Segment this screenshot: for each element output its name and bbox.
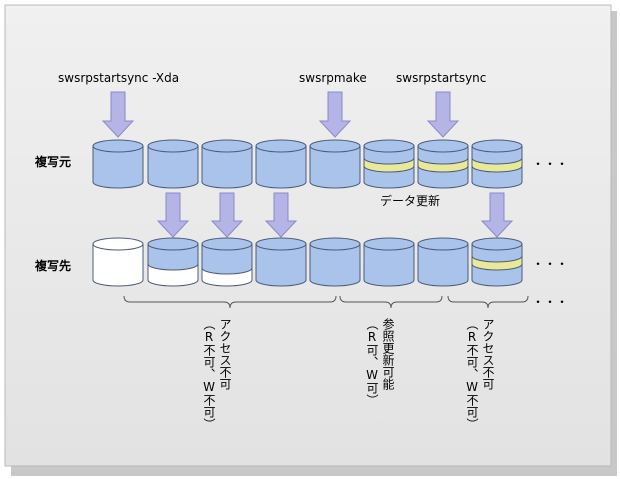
command-arrow-icon — [426, 91, 460, 138]
source-volume — [92, 139, 144, 189]
copy-arrow-icon — [264, 192, 298, 238]
target-volume — [417, 237, 469, 287]
target-volume — [92, 237, 144, 287]
braces-layer — [123, 295, 529, 309]
source-volume — [363, 139, 415, 189]
source-volume — [309, 139, 361, 189]
source-volume — [201, 139, 253, 189]
command-startsync-xda: swsrpstartsync -Xda — [58, 71, 180, 85]
access-group3-line1: アクセス不可 — [481, 318, 495, 390]
arrows-layer — [101, 91, 514, 238]
frame-background — [4, 4, 612, 467]
command-arrow-icon — [101, 91, 135, 138]
brace-group1 — [123, 295, 337, 309]
target-volume — [201, 237, 253, 287]
ellipsis-target: ・・・ — [532, 257, 569, 271]
command-swsrpmake: swsrpmake — [299, 71, 367, 85]
target-volume — [471, 237, 523, 287]
target-volume — [147, 237, 199, 287]
access-group2-line2: （R可、W可） — [365, 318, 379, 406]
access-group1-line1: アクセス不可 — [218, 318, 232, 390]
brace-group3 — [447, 295, 529, 309]
source-volume — [147, 139, 199, 189]
data-update-label: データ更新 — [380, 194, 441, 208]
command-arrow-icon — [318, 91, 352, 138]
target-volume — [255, 237, 307, 287]
command-startsync: swsrpstartsync — [396, 71, 487, 85]
volumes-layer — [92, 139, 523, 287]
source-volume — [255, 139, 307, 189]
source-volume — [417, 139, 469, 189]
target-volume — [309, 237, 361, 287]
access-group3-line2: （R不可、W不可） — [465, 318, 479, 430]
target-volume — [363, 237, 415, 287]
brace-group2 — [339, 295, 443, 309]
row-label-target: 複写先 — [35, 259, 72, 273]
copy-arrow-icon — [480, 192, 514, 238]
ellipsis-brace: ・・・ — [532, 295, 569, 309]
row-label-source: 複写元 — [35, 155, 72, 169]
access-group1-line2: （R不可、W不可） — [202, 318, 216, 430]
access-group2-line1: 参照更新可能 — [381, 318, 395, 390]
copy-arrow-icon — [156, 192, 190, 238]
ellipsis-source: ・・・ — [532, 157, 569, 171]
source-volume — [471, 139, 523, 189]
copy-arrow-icon — [210, 192, 244, 238]
